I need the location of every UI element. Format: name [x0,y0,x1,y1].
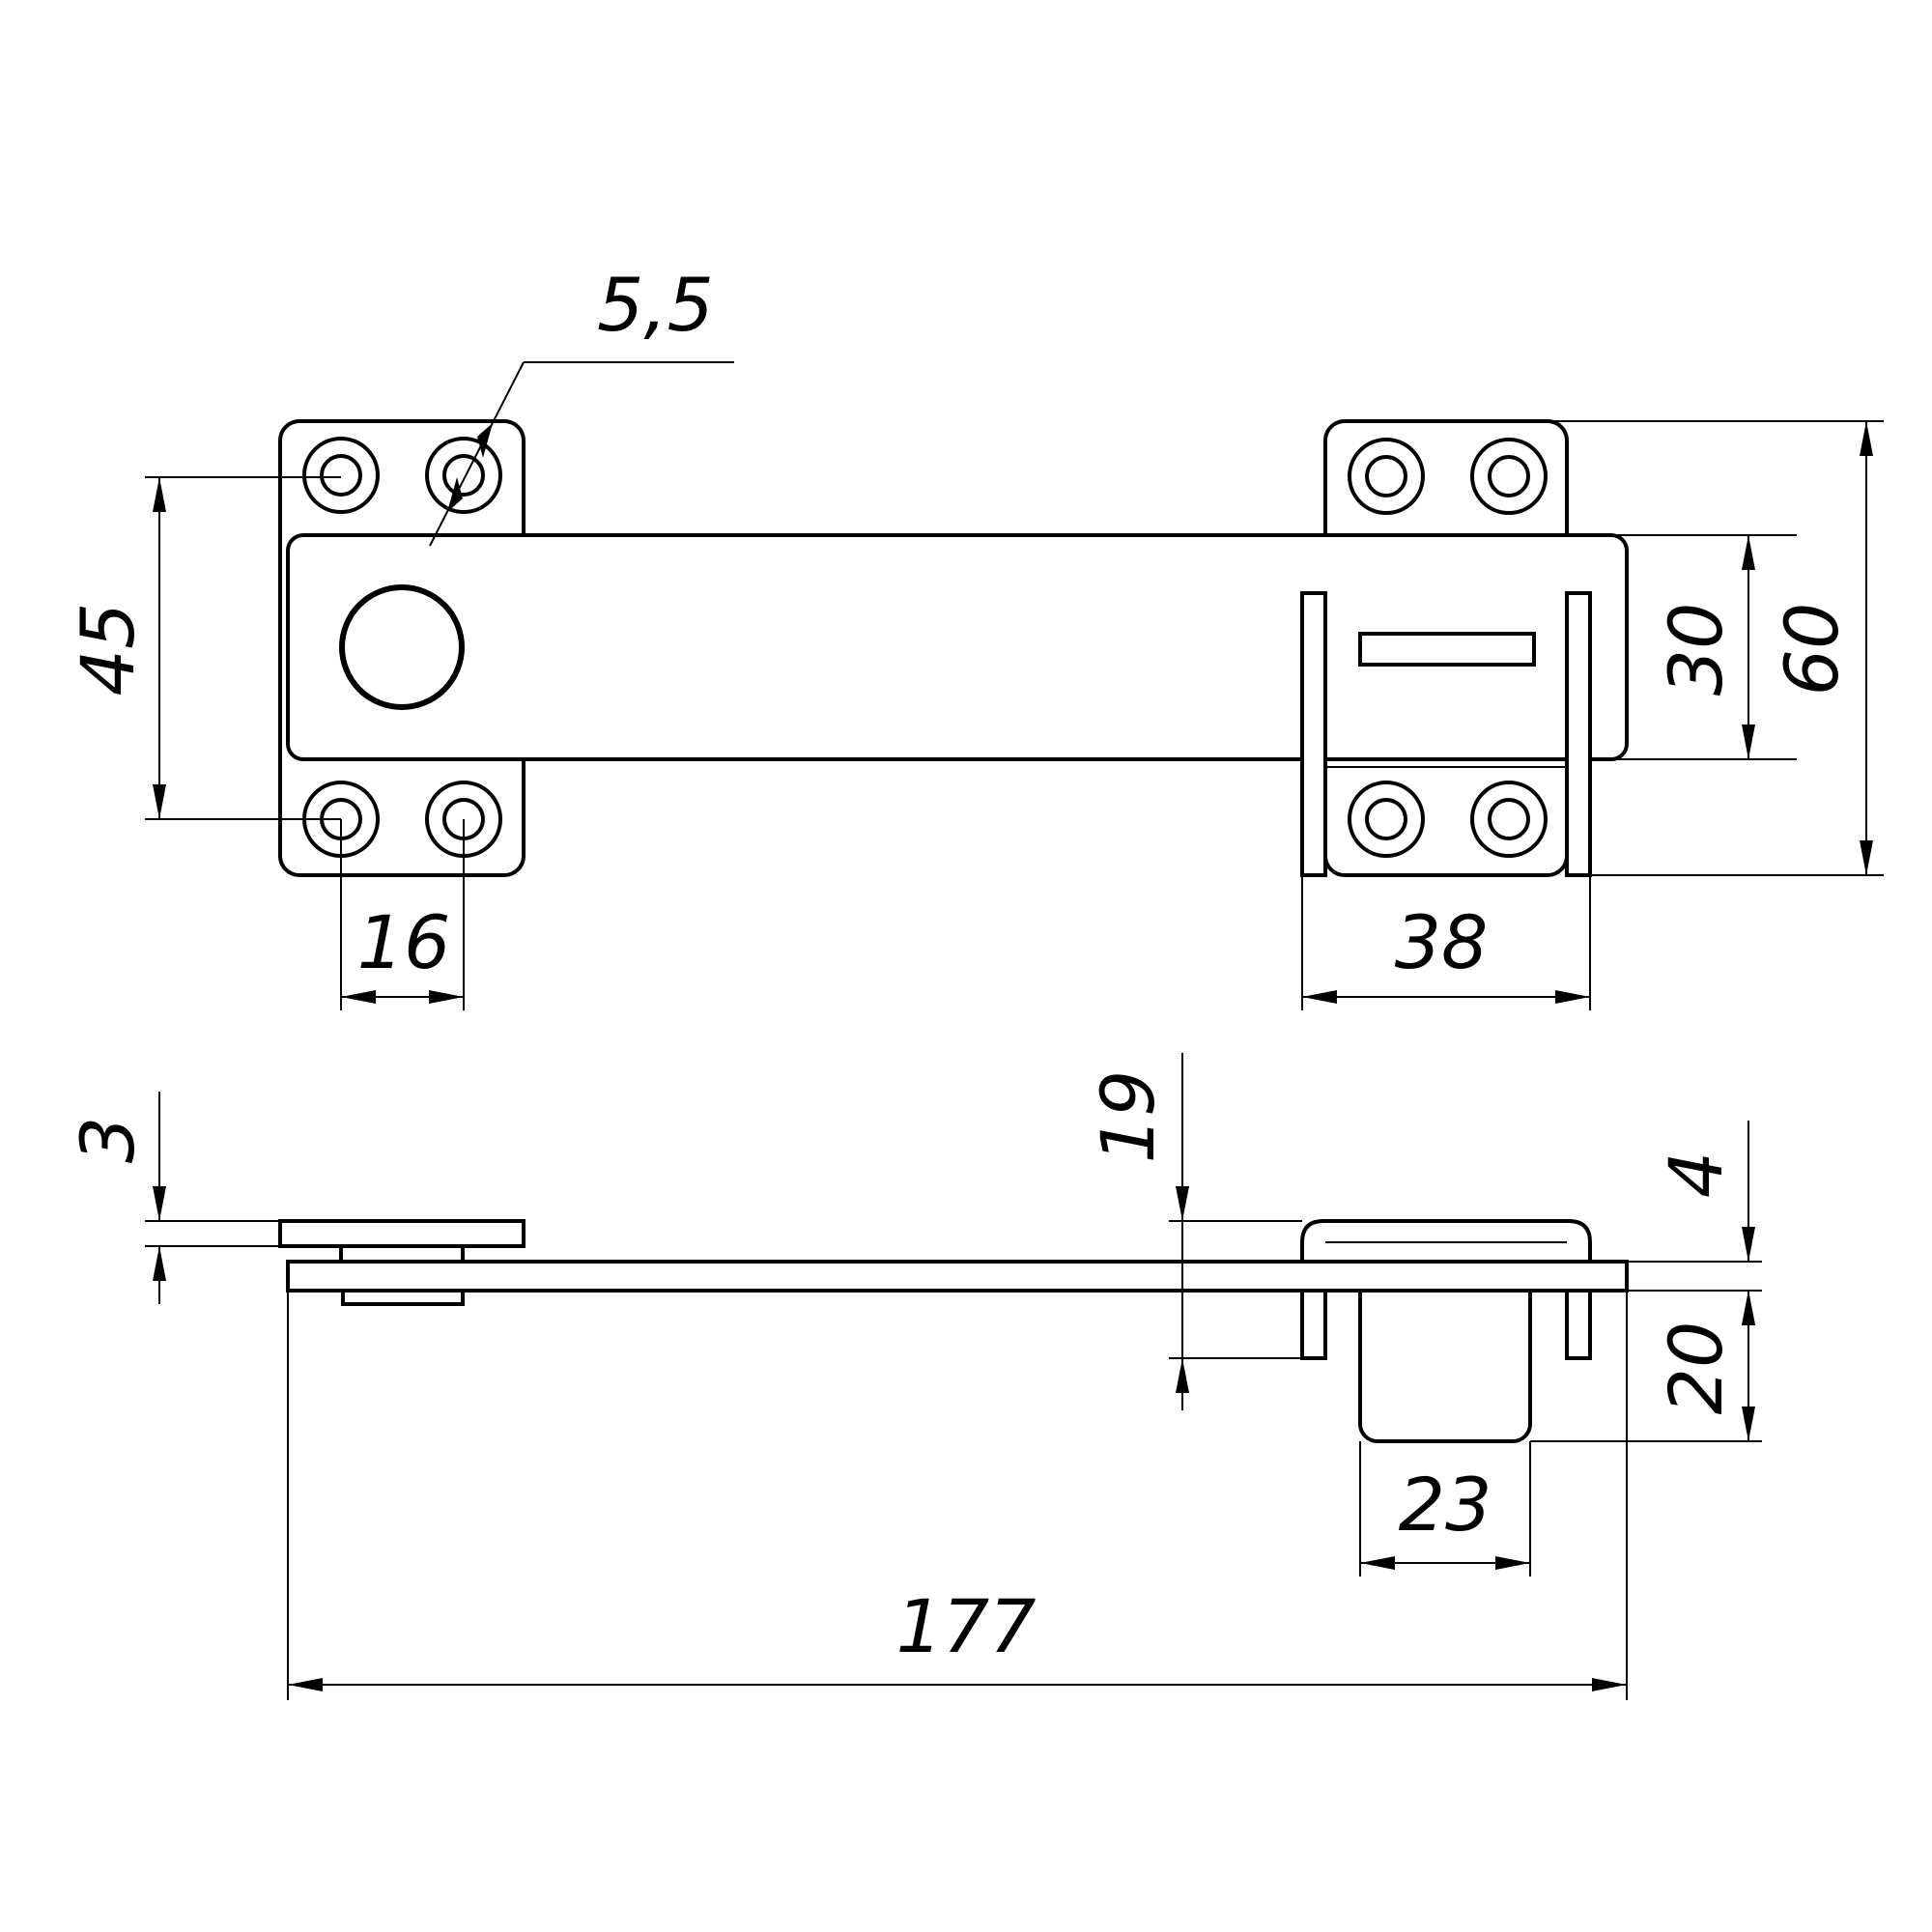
dimension-bar-width: 30 [1613,534,1797,760]
dimension-bar-thickness: 4 [1627,1121,1762,1325]
dimension-bolt-height: 19 [1085,1053,1302,1410]
dimension-label: 3 [65,1117,151,1163]
screw-hole-inner [1488,455,1530,497]
dimension-label: 60 [1769,603,1855,696]
top-view: 5,5 45 16 38 [65,262,1884,1010]
bolt-body [1358,1273,1532,1443]
screw-hole-inner [1488,798,1530,840]
screw-hole-inner [1365,455,1407,497]
dimension-label: 38 [1395,899,1489,985]
left-plate-holes [302,437,502,858]
screw-hole-inner [1365,798,1407,840]
bracket-leg-right [1565,1283,1592,1360]
left-plate-side [278,1219,526,1248]
dimension-bolt-width: 23 [1359,1441,1531,1577]
dimension-hole-spacing-vertical: 45 [65,476,341,820]
dimension-hole-diameter: 5,5 [429,262,734,547]
screw-hole-inner [320,454,362,497]
knob-circle [339,584,465,710]
bracket-leg-left [1300,1283,1327,1360]
dimension-label: 30 [1653,603,1739,696]
dimension-overall-length: 177 [287,1291,1628,1700]
dimension-label: 19 [1085,1070,1171,1164]
side-view: 3 19 4 20 [65,1053,1762,1700]
dimension-label: 5,5 [597,262,714,348]
dimension-label: 177 [895,1583,1036,1669]
bracket-post-right [1565,591,1592,877]
dimension-overall-height: 60 [1546,420,1884,876]
left-boss [341,1289,465,1306]
main-bar [286,533,1629,761]
dimension-label: 45 [65,603,151,696]
bracket-post-left [1300,591,1327,877]
main-bar-side [286,1260,1629,1293]
latch-slot [1358,632,1536,667]
dimension-bracket-width: 38 [1301,875,1591,1010]
dimension-label: 4 [1653,1151,1739,1198]
dimension-label: 23 [1399,1462,1492,1548]
dimension-hole-spacing-horizontal: 16 [340,819,465,1010]
dimension-label: 16 [357,899,451,985]
right-plate-holes [1348,438,1548,858]
screw-hole-inner [442,454,485,497]
dimension-bolt-depth: 20 [1530,1291,1762,1442]
dimension-label: 20 [1653,1321,1739,1415]
dimension-plate-thickness: 3 [65,1092,280,1304]
